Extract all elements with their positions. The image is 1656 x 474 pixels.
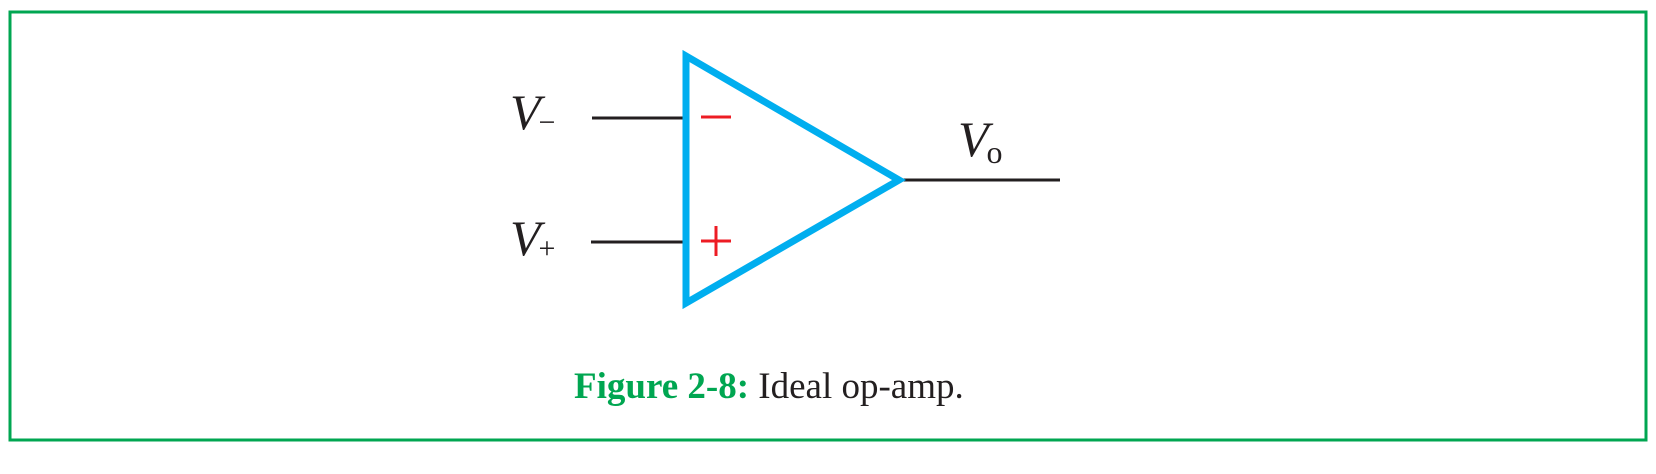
caption-label: Figure 2-8: (574, 366, 749, 407)
figure-caption: Figure 2-8: Ideal op-amp. (574, 366, 964, 407)
output-label: Vo (958, 111, 1003, 170)
noninverting-input-label: V+ (510, 210, 555, 266)
noninverting-sign (701, 226, 731, 256)
inverting-input-label: V− (510, 84, 555, 140)
caption-text: Ideal op-amp. (749, 366, 964, 407)
figure-frame (8, 10, 1648, 442)
op-amp-triangle (682, 49, 906, 310)
